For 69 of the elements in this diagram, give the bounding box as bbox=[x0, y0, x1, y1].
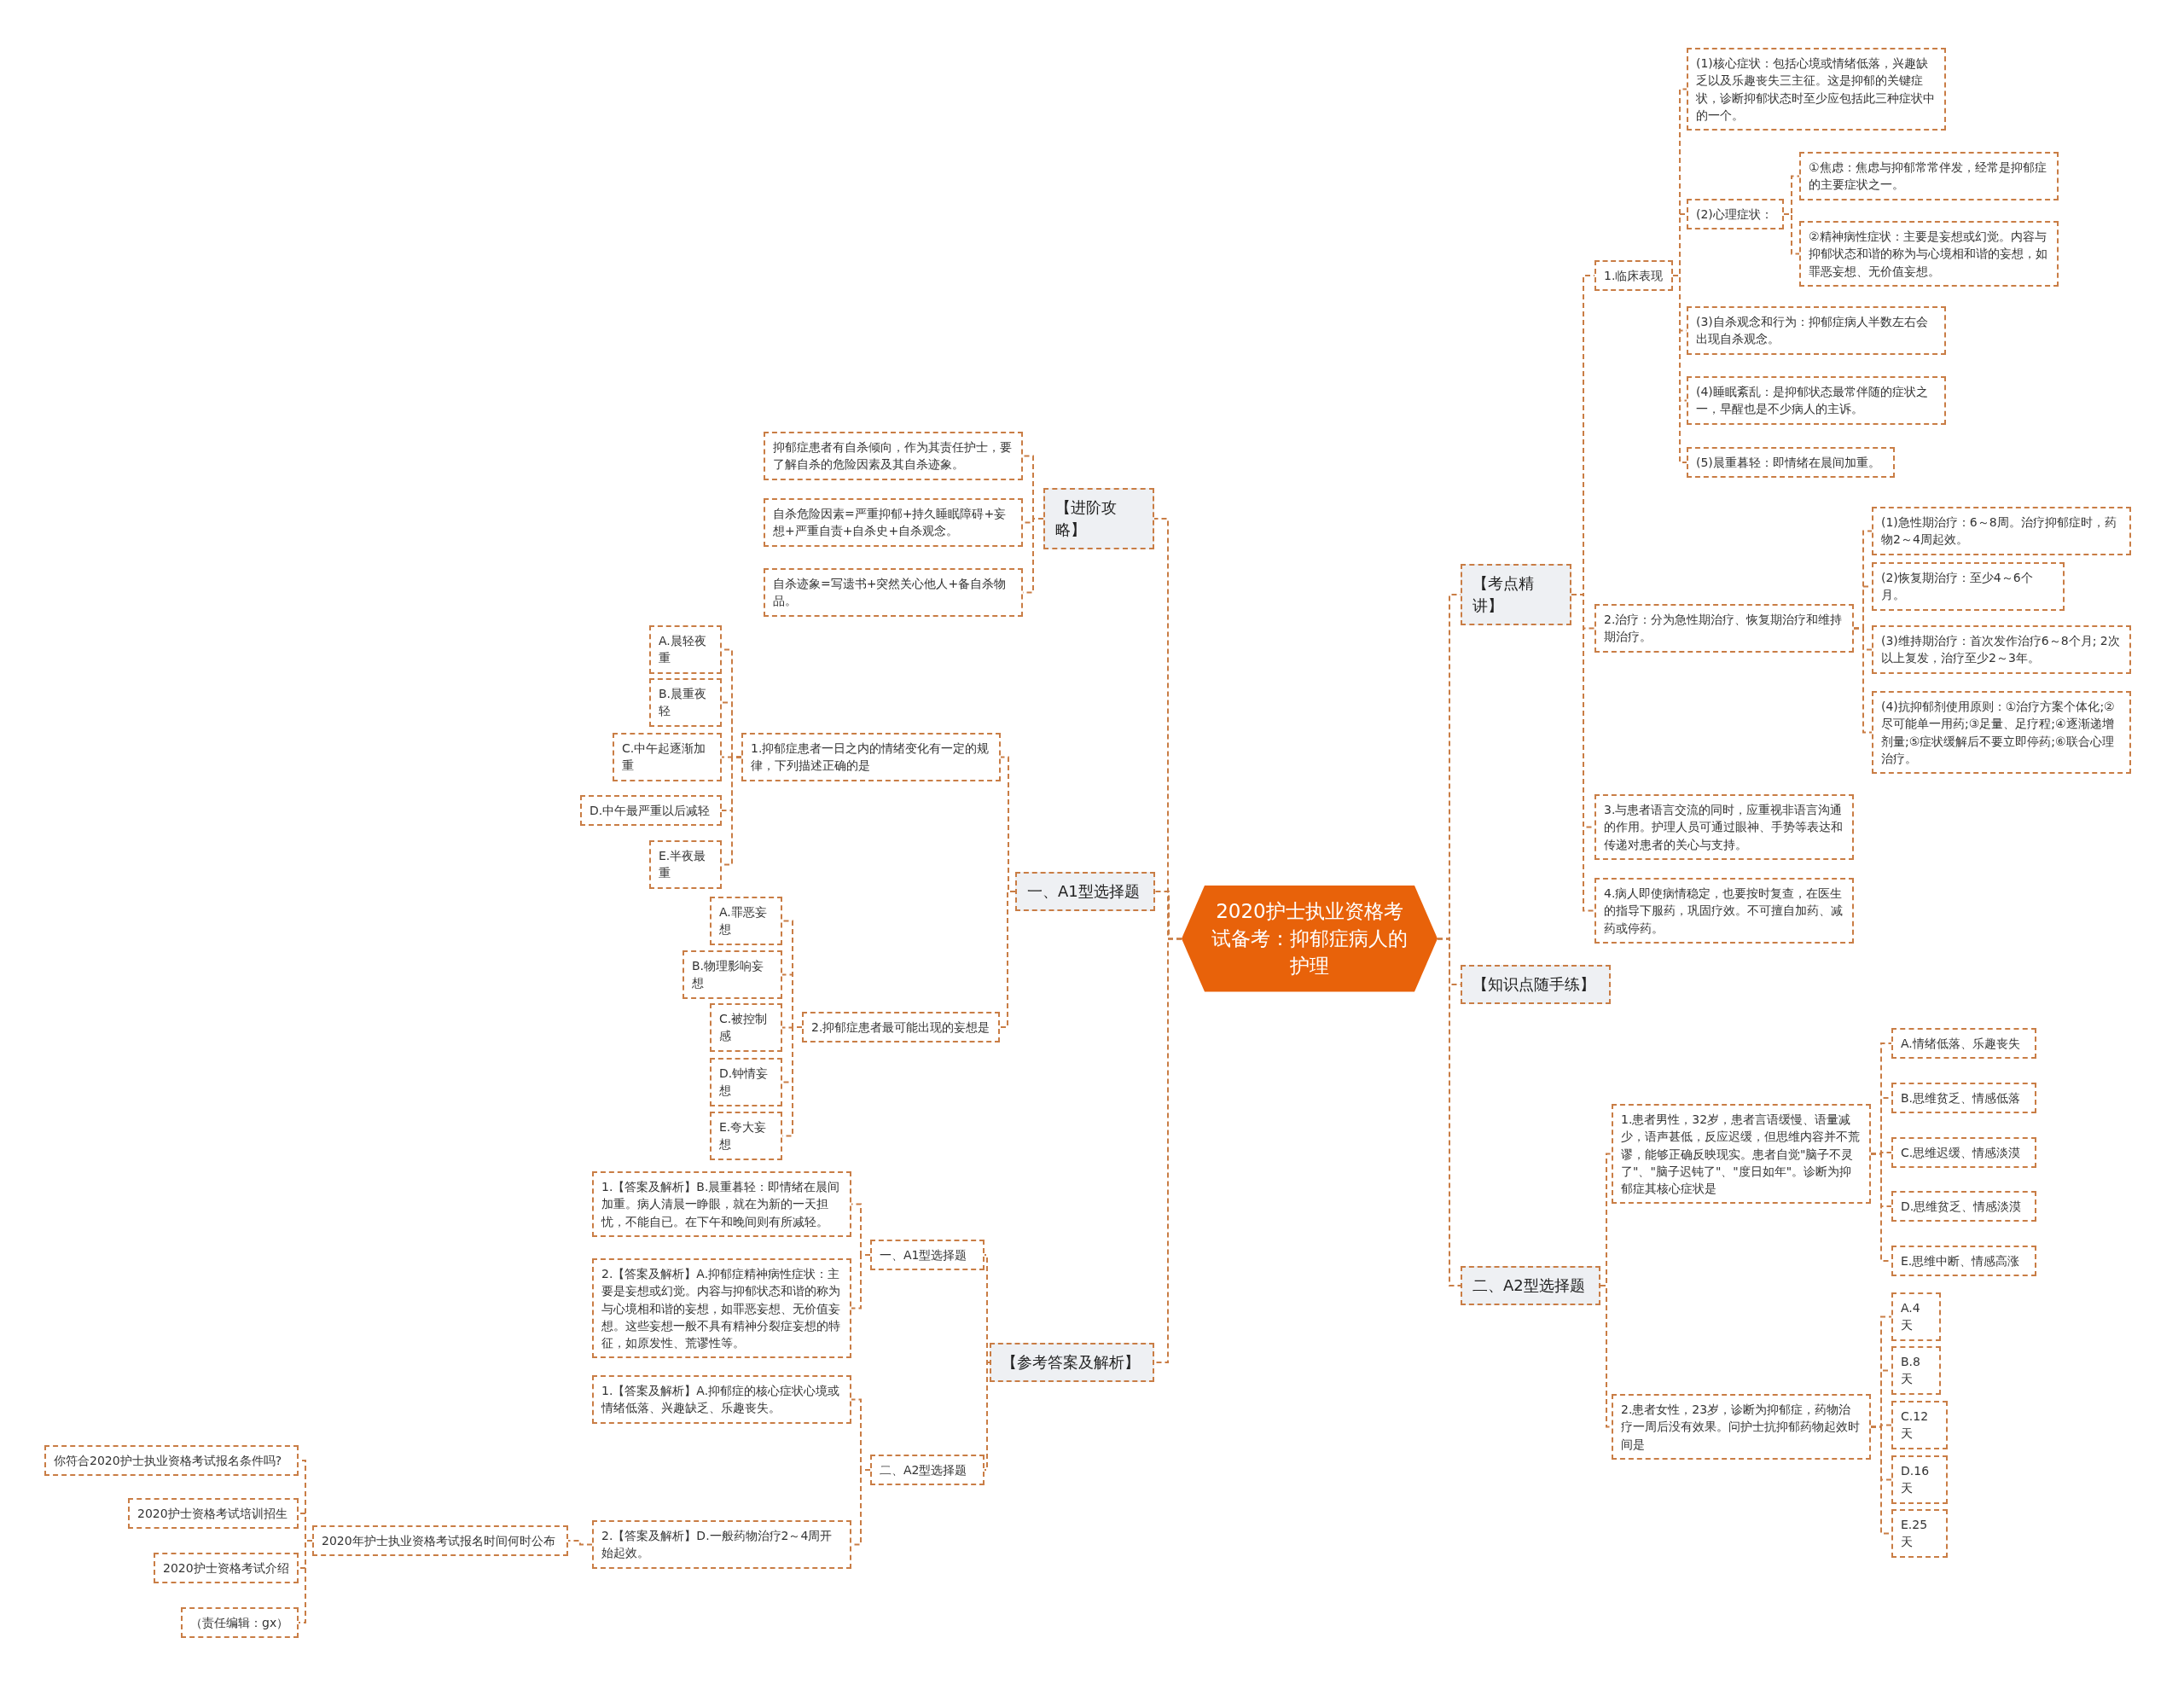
connector-line bbox=[851, 1254, 871, 1310]
topic-box: 一、A1型选择题 bbox=[870, 1240, 985, 1271]
branch-topic: 【考点精讲】 bbox=[1461, 564, 1571, 626]
connector-line bbox=[1672, 275, 1687, 463]
topic-box: E.半夜最重 bbox=[649, 840, 722, 889]
branch-topic: 【进阶攻略】 bbox=[1043, 488, 1154, 550]
topic-box: 2.抑郁症患者最可能出现的妄想是 bbox=[802, 1012, 1000, 1043]
topic-box: B.8天 bbox=[1891, 1346, 1941, 1395]
topic-box: (1)核心症状：包括心境或情绪低落，兴趣缺乏以及乐趣丧失三主征。这是抑郁的关键症状，诊断抑郁状态时至少应包括此三种症状中的一个。 bbox=[1687, 48, 1946, 131]
topic-box: ②精神病性症状：主要是妄想或幻觉。内容与抑郁状态和谐的称为与心境相和谐的妄想，如罪恶妄想、无价值妄想。 bbox=[1799, 221, 2059, 287]
topic-box: B.物理影响妄想 bbox=[682, 950, 782, 999]
topic-box: E.25天 bbox=[1891, 1509, 1948, 1558]
topic-box: 1.临床表现 bbox=[1594, 260, 1673, 292]
branch-topic: 【参考答案及解析】 bbox=[990, 1343, 1154, 1383]
topic-box: D.中午最严重以后减轻 bbox=[580, 795, 722, 827]
topic-box: 你符合2020护士执业资格考试报名条件吗? bbox=[44, 1445, 299, 1477]
topic-box: A.罪恶妄想 bbox=[710, 897, 782, 945]
connector-line bbox=[1783, 213, 1800, 255]
topic-box: 4.病人即使病情稳定，也要按时复查，在医生的指导下服药，巩固疗效。不可擅自加药、减药或停药。 bbox=[1594, 878, 1854, 944]
topic-box: 1.【答案及解析】A.抑郁症的核心症状心境或情绪低落、兴趣缺乏、乐趣丧失。 bbox=[592, 1375, 851, 1424]
topic-box: (2)心理症状： bbox=[1687, 199, 1784, 230]
connector-line bbox=[298, 1540, 313, 1623]
topic-box: B.思维贫乏、情感低落 bbox=[1891, 1083, 2036, 1114]
topic-box: ①焦虑：焦虑与抑郁常常伴发，经常是抑郁症的主要症状之一。 bbox=[1799, 152, 2059, 200]
connector-line bbox=[1437, 938, 1461, 1286]
topic-box: 1.患者男性，32岁，患者言语缓慢、语量减少，语声甚低，反应迟缓，但思维内容并不荒谬，能够正确反映现实。患者自觉"脑子不灵了"、"脑子迟钝了"、"度日如年"。诊断为抑郁症其核心症状是 bbox=[1612, 1104, 1871, 1205]
topic-box: A.情绪低落、乐趣丧失 bbox=[1891, 1028, 2036, 1060]
topic-box: 2.【答案及解析】A.抑郁症精神病性症状：主要是妄想或幻觉。内容与抑郁状态和谐的称为与心境相和谐的妄想，如罪恶妄想、无价值妄想。这些妄想一般不具有精神分裂症妄想的特征，如原发性、荒谬性等。 bbox=[592, 1258, 851, 1359]
topic-box: D.16天 bbox=[1891, 1455, 1948, 1504]
branch-topic: 一、A1型选择题 bbox=[1015, 872, 1155, 912]
topic-box: C.中午起逐渐加重 bbox=[613, 733, 722, 781]
topic-box: 2020护士资格考试介绍 bbox=[154, 1553, 299, 1584]
topic-box: A.晨轻夜重 bbox=[649, 625, 722, 674]
branch-topic: 【知识点随手练】 bbox=[1461, 965, 1611, 1005]
topic-box: (4)抗抑郁剂使用原则：①治疗方案个体化;②尽可能单一用药;③足量、足疗程;④逐渐递增剂量;⑤症状缓解后不要立即停药;⑥联合心理治疗。 bbox=[1872, 691, 2131, 775]
topic-box: 抑郁症患者有自杀倾向，作为其责任护士，要了解自杀的危险因素及其自杀迹象。 bbox=[764, 432, 1023, 480]
connector-line bbox=[1853, 627, 1873, 734]
topic-box: 自杀危险因素=严重抑郁+持久睡眠障碍+妄想+严重自责+自杀史+自杀观念。 bbox=[764, 498, 1023, 547]
topic-box: C.思维迟缓、情感淡漠 bbox=[1891, 1137, 2036, 1169]
topic-box: 自杀迹象=写遗书+突然关心他人+备自杀物品。 bbox=[764, 568, 1023, 617]
central-topic: 2020护士执业资格考试备考：抑郁症病人的护理 bbox=[1182, 886, 1438, 992]
topic-box: 1.【答案及解析】B.晨重暮轻：即情绪在晨间加重。病人清晨一睁眼，就在为新的一天担忧，不能自已。在下午和晚间则有所减轻。 bbox=[592, 1171, 851, 1237]
topic-box: 2.治疗：分为急性期治疗、恢复期治疗和维持期治疗。 bbox=[1594, 604, 1854, 653]
topic-box: E.思维中断、情感高涨 bbox=[1891, 1246, 2036, 1277]
topic-box: A.4天 bbox=[1891, 1292, 1941, 1341]
connector-line bbox=[1600, 1285, 1612, 1428]
topic-box: (2)恢复期治疗：至少4～6个月。 bbox=[1872, 562, 2065, 611]
topic-box: 2020护士资格考试培训招生 bbox=[128, 1498, 299, 1530]
topic-box: (3)维持期治疗：首次发作治疗6～8个月; 2次以上复发，治疗至少2～3年。 bbox=[1872, 625, 2131, 674]
topic-box: （责任编辑：gx） bbox=[181, 1607, 299, 1639]
topic-box: 二、A2型选择题 bbox=[870, 1455, 985, 1486]
branch-topic: 二、A2型选择题 bbox=[1461, 1266, 1600, 1306]
topic-box: C.12天 bbox=[1891, 1401, 1948, 1449]
topic-box: (5)晨重暮轻：即情绪在晨间加重。 bbox=[1687, 447, 1895, 479]
topic-box: B.晨重夜轻 bbox=[649, 678, 722, 727]
topic-box: (3)自杀观念和行为：抑郁症病人半数左右会出现自杀观念。 bbox=[1687, 306, 1946, 355]
topic-box: 2020年护士执业资格考试报名时间何时公布 bbox=[312, 1525, 568, 1557]
topic-box: D.钟情妄想 bbox=[710, 1058, 782, 1106]
topic-box: D.思维贫乏、情感淡漠 bbox=[1891, 1191, 2036, 1222]
topic-box: 1.抑郁症患者一日之内的情绪变化有一定的规律，下列描述正确的是 bbox=[741, 733, 1001, 781]
topic-box: (1)急性期治疗：6～8周。治疗抑郁症时，药物2～4周起效。 bbox=[1872, 507, 2131, 555]
connector-line bbox=[567, 1540, 593, 1546]
topic-box: 3.与患者语言交流的同时，应重视非语言沟通的作用。护理人员可通过眼神、手势等表达和传递对患者的关心与支持。 bbox=[1594, 794, 1854, 860]
connector-line bbox=[999, 891, 1016, 1028]
topic-box: C.被控制感 bbox=[710, 1003, 782, 1052]
topic-box: (4)睡眠紊乱：是抑郁状态最常伴随的症状之一，早醒也是不少病人的主诉。 bbox=[1687, 376, 1946, 425]
topic-box: 2.患者女性，23岁，诊断为抑郁症，药物治疗一周后没有效果。问护士抗抑郁药物起效时间是 bbox=[1612, 1394, 1871, 1460]
topic-box: E.夸大妄想 bbox=[710, 1112, 782, 1160]
topic-box: 2.【答案及解析】D.一般药物治疗2～4周开始起效。 bbox=[592, 1520, 851, 1569]
